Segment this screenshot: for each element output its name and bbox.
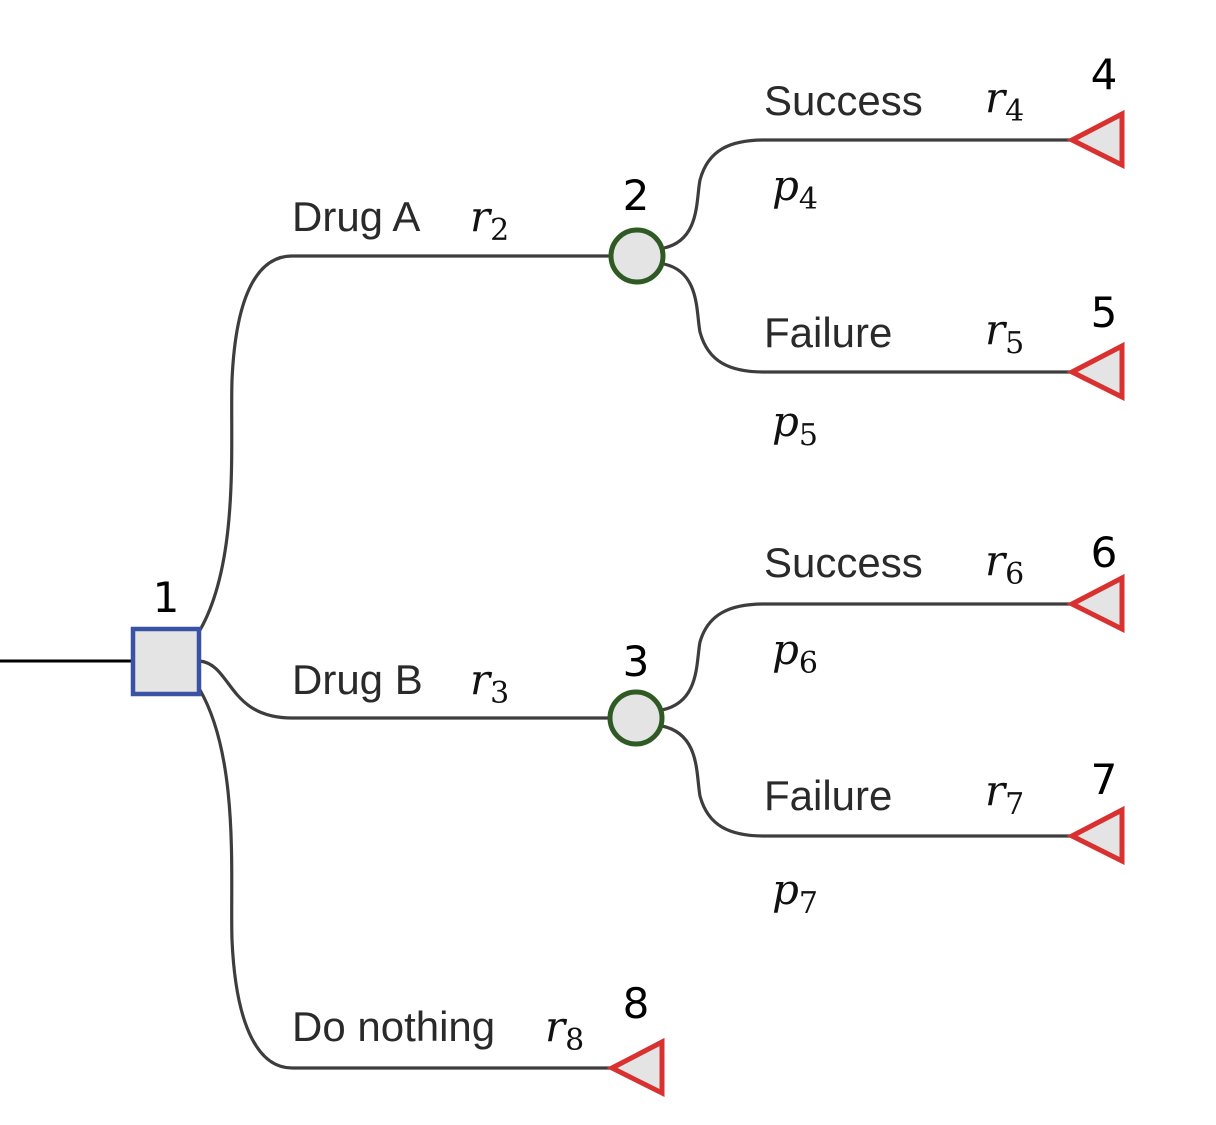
- edge-2-4: [663, 138, 1072, 250]
- edge-1-8: [198, 689, 612, 1070]
- prob-p4: p4: [772, 161, 818, 217]
- node-label-6: 6: [1091, 528, 1118, 577]
- chance-node-2[interactable]: [608, 227, 666, 285]
- reward-r8: r8: [545, 1002, 584, 1058]
- edge-3-6: [661, 602, 1072, 712]
- branch-label-failure-5: Failure: [764, 309, 892, 356]
- edge-1-2: [198, 254, 612, 631]
- node-label-3: 3: [623, 637, 650, 686]
- node-label-5: 5: [1091, 288, 1118, 337]
- terminal-node-7[interactable]: [1066, 805, 1125, 866]
- terminal-node-8[interactable]: [606, 1037, 665, 1098]
- prob-p5: p5: [772, 397, 818, 453]
- node-label-1: 1: [153, 573, 180, 622]
- branch-label-do-nothing: Do nothing: [292, 1003, 495, 1050]
- reward-r4: r4: [985, 73, 1024, 129]
- edge-1-3: [199, 659, 610, 720]
- reward-r2: r2: [470, 192, 509, 248]
- reward-r3: r3: [470, 655, 509, 711]
- reward-r7: r7: [985, 766, 1024, 822]
- branch-label-success-6: Success: [764, 539, 923, 586]
- edge-3-7: [661, 724, 1072, 838]
- branch-label-success-4: Success: [764, 77, 923, 124]
- terminal-node-5[interactable]: [1066, 341, 1125, 402]
- branch-label-failure-7: Failure: [764, 772, 892, 819]
- terminal-node-6[interactable]: [1066, 573, 1125, 634]
- edge-2-5: [663, 262, 1072, 374]
- node-label-2: 2: [623, 171, 650, 220]
- node-label-7: 7: [1091, 755, 1118, 804]
- node-label-8: 8: [623, 979, 650, 1028]
- chance-node-3[interactable]: [607, 689, 665, 747]
- terminal-node-4[interactable]: [1066, 109, 1125, 170]
- reward-r6: r6: [985, 536, 1024, 592]
- branch-label-drug-a: Drug A: [292, 193, 420, 240]
- decision-node-1[interactable]: [130, 626, 202, 697]
- reward-r5: r5: [985, 305, 1024, 361]
- branch-label-drug-b: Drug B: [292, 656, 423, 703]
- prob-p6: p6: [772, 625, 818, 681]
- prob-p7: p7: [772, 865, 818, 921]
- node-label-4: 4: [1091, 50, 1118, 99]
